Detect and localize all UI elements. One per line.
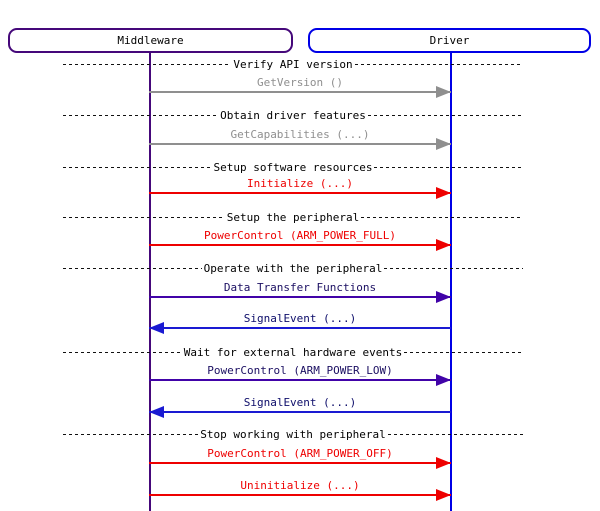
lifeline-driver xyxy=(450,53,452,511)
arrowhead-icon xyxy=(436,239,451,251)
arrowhead-icon xyxy=(149,406,164,418)
message-arrow xyxy=(149,457,451,469)
divider-label: Setup the peripheral xyxy=(226,210,360,224)
message-label: SignalEvent (...) xyxy=(243,312,357,325)
message-arrow xyxy=(149,291,451,303)
divider-dash xyxy=(63,216,225,218)
actor-middleware-label: Middleware xyxy=(117,34,184,47)
divider-dash xyxy=(374,166,524,168)
divider-dash xyxy=(63,63,232,65)
message-label: Initialize (...) xyxy=(247,177,353,190)
divider-operate-with-peripheral: Operate with the peripheral xyxy=(63,261,523,275)
message-arrow xyxy=(149,86,451,98)
message-powercontrol-off: PowerControl (ARM_POWER_OFF) xyxy=(149,447,451,469)
arrowhead-icon xyxy=(436,138,451,150)
message-label: GetVersion () xyxy=(256,76,344,89)
lifeline-middleware xyxy=(149,53,151,511)
message-arrow xyxy=(149,187,451,199)
message-label: PowerControl (ARM_POWER_LOW) xyxy=(207,364,393,377)
arrowhead-icon xyxy=(149,322,164,334)
divider-verify-api-version: Verify API version xyxy=(63,57,523,71)
message-initialize: Initialize (...) xyxy=(149,177,451,199)
divider-label: Obtain driver features xyxy=(220,108,366,122)
divider-label: Wait for external hardware events xyxy=(183,345,403,359)
message-label: GetCapabilities (...) xyxy=(230,128,370,141)
message-arrow xyxy=(149,138,451,150)
message-label: PowerControl (ARM_POWER_OFF) xyxy=(207,447,393,460)
divider-wait-for-external-hardware-events: Wait for external hardware events xyxy=(63,345,524,359)
divider-dash xyxy=(361,216,524,218)
message-data-transfer-functions: Data Transfer Functions xyxy=(149,281,451,303)
arrowhead-icon xyxy=(436,374,451,386)
message-getversion: GetVersion () xyxy=(149,76,451,98)
arrowhead-icon xyxy=(436,489,451,501)
divider-dash xyxy=(63,267,202,269)
message-arrow xyxy=(149,322,451,334)
message-signalevent-2: SignalEvent (...) xyxy=(149,396,451,418)
message-arrow xyxy=(149,489,451,501)
divider-setup-the-peripheral: Setup the peripheral xyxy=(63,210,524,224)
message-arrow xyxy=(149,239,451,251)
message-label: SignalEvent (...) xyxy=(243,396,357,409)
divider-dash xyxy=(384,267,523,269)
actor-middleware: Middleware xyxy=(8,28,293,53)
arrowhead-icon xyxy=(436,291,451,303)
divider-stop-working-with-peripheral: Stop working with peripheral xyxy=(63,427,523,441)
message-arrow xyxy=(149,406,451,418)
divider-dash xyxy=(63,351,182,353)
arrowhead-icon xyxy=(436,187,451,199)
message-label: Data Transfer Functions xyxy=(223,281,377,294)
divider-label: Verify API version xyxy=(233,57,353,71)
divider-obtain-driver-features: Obtain driver features xyxy=(63,108,524,122)
arrowhead-icon xyxy=(436,86,451,98)
divider-label: Setup software resources xyxy=(213,160,373,174)
message-powercontrol-low: PowerControl (ARM_POWER_LOW) xyxy=(149,364,451,386)
divider-label: Operate with the peripheral xyxy=(203,261,383,275)
message-getcapabilities: GetCapabilities (...) xyxy=(149,128,451,150)
message-uninitialize: Uninitialize (...) xyxy=(149,479,451,501)
message-powercontrol-full: PowerControl (ARM_POWER_FULL) xyxy=(149,229,451,251)
divider-dash xyxy=(63,166,212,168)
arrowhead-icon xyxy=(436,457,451,469)
divider-setup-software-resources: Setup software resources xyxy=(63,160,524,174)
message-signalevent-1: SignalEvent (...) xyxy=(149,312,451,334)
divider-dash xyxy=(387,433,523,435)
actor-driver: Driver xyxy=(308,28,591,53)
divider-dash xyxy=(354,63,523,65)
divider-dash xyxy=(63,433,199,435)
divider-dash xyxy=(404,351,524,353)
divider-dash xyxy=(367,114,524,116)
message-label: PowerControl (ARM_POWER_FULL) xyxy=(203,229,397,242)
message-label: Uninitialize (...) xyxy=(240,479,360,492)
divider-dash xyxy=(63,114,219,116)
divider-label: Stop working with peripheral xyxy=(200,427,386,441)
actor-driver-label: Driver xyxy=(429,34,470,47)
message-arrow xyxy=(149,374,451,386)
